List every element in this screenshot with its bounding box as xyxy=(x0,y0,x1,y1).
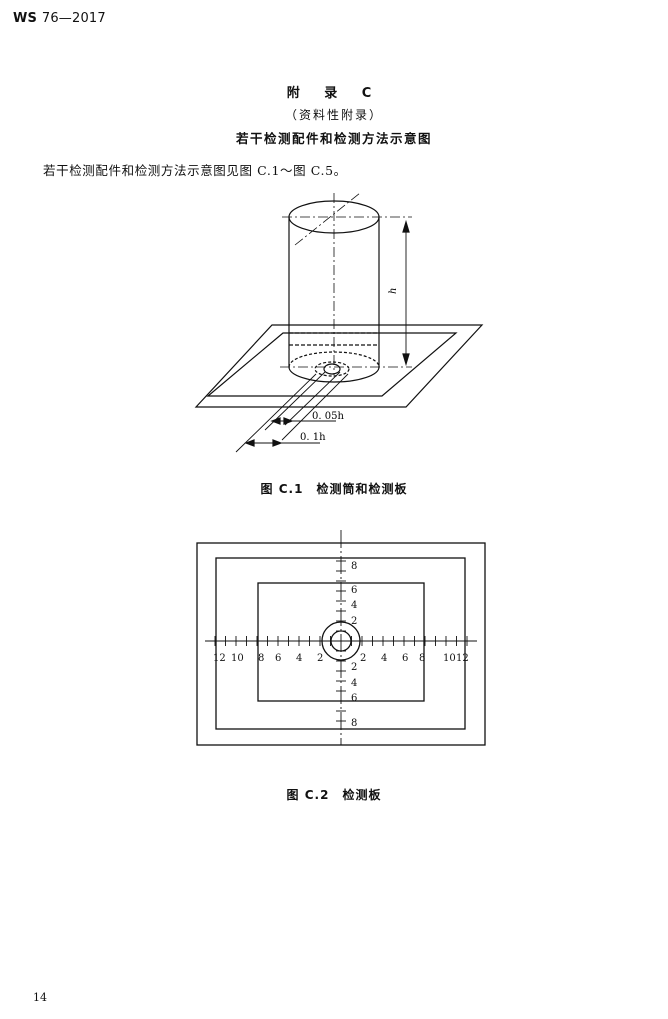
y-label-up-2: 2 xyxy=(351,616,357,627)
standard-prefix: WS xyxy=(13,11,38,26)
y-label-up-8: 8 xyxy=(351,561,357,572)
y-label-down-6: 6 xyxy=(351,693,357,704)
center-hole xyxy=(323,363,341,375)
y-label-up-6: 6 xyxy=(351,585,357,596)
x-label-right-8: 8 xyxy=(419,653,425,664)
appendix-type: （资料性附录） xyxy=(284,108,383,122)
dim-h-label: h xyxy=(388,288,399,294)
y-label-down-8: 8 xyxy=(351,718,357,729)
detection-plate-outer xyxy=(194,324,484,408)
cylinder-bottom xyxy=(288,366,380,383)
x-label-right-10: 10 xyxy=(443,653,456,664)
x-label-right-4: 4 xyxy=(381,653,387,664)
appendix-heading: 若干检测配件和检测方法示意图 xyxy=(235,131,432,146)
detection-plate-inner xyxy=(206,332,458,397)
standard-number: 76—2017 xyxy=(41,11,106,26)
standard-code: WS 76—2017 xyxy=(13,11,106,26)
page-number: 14 xyxy=(33,991,47,1004)
figure-c2-caption: 图 C.2 检测板 xyxy=(286,788,382,802)
x-label-right-2: 2 xyxy=(360,653,366,664)
x-label-left-2: 2 xyxy=(317,653,323,664)
intro-paragraph: 若干检测配件和检测方法示意图见图 C.1～图 C.5。 xyxy=(43,163,347,178)
x-label-left-8: 8 xyxy=(258,653,264,664)
x-label-right-6: 6 xyxy=(402,653,408,664)
x-label-left-4: 4 xyxy=(296,653,302,664)
y-label-down-2: 2 xyxy=(351,662,357,673)
x-label-left-10: 10 xyxy=(231,653,244,664)
plate-middle-border xyxy=(215,557,466,730)
appendix-title: 附 录 C xyxy=(286,86,382,101)
dim-01h-label: 0. 1h xyxy=(300,432,326,443)
dim-005h-label: 0. 05h xyxy=(312,411,344,422)
y-label-down-4: 4 xyxy=(351,678,357,689)
x-label-left-6: 6 xyxy=(275,653,281,664)
y-label-up-4: 4 xyxy=(351,600,357,611)
figure-c1-caption: 图 C.1 检测筒和检测板 xyxy=(260,482,408,496)
x-label-right-12: 12 xyxy=(456,653,469,664)
x-label-left-12: 12 xyxy=(213,653,226,664)
